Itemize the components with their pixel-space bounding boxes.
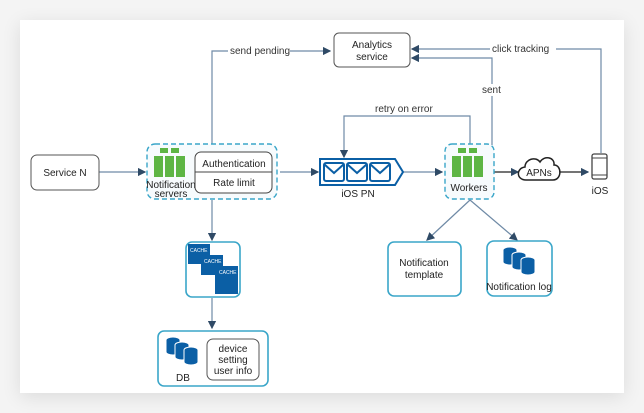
cloud-icon bbox=[517, 157, 561, 181]
service-n-label: Service N bbox=[43, 168, 86, 179]
notification-servers-node[interactable]: Notification servers Authentication Rate… bbox=[146, 143, 278, 200]
notification-template-node[interactable]: Notification template bbox=[387, 241, 462, 297]
edge-workers-to-log bbox=[469, 199, 518, 241]
ios-label: iOS bbox=[592, 186, 609, 197]
db-info-2: setting bbox=[218, 355, 247, 366]
db-info-1: device bbox=[219, 344, 248, 355]
servers-label-2: servers bbox=[155, 189, 188, 200]
database-icon bbox=[165, 336, 199, 366]
edge-workers-to-template bbox=[426, 199, 471, 241]
servers-label-1: Notification bbox=[146, 180, 195, 191]
db-node[interactable]: DB device setting user info bbox=[157, 330, 269, 387]
ios-device-node[interactable]: iOS bbox=[591, 153, 609, 197]
analytics-label-1: Analytics bbox=[352, 40, 392, 51]
ios-pn-label: iOS PN bbox=[341, 189, 374, 200]
cache-text-1: CACHE bbox=[190, 248, 208, 254]
cache-text-3: CACHE bbox=[219, 270, 237, 276]
label-send-pending: send pending bbox=[230, 46, 290, 57]
db-label: DB bbox=[176, 373, 190, 384]
server-icon bbox=[154, 148, 185, 177]
diagram-card bbox=[20, 20, 624, 393]
edge-sent bbox=[410, 53, 493, 145]
edge-retry bbox=[339, 115, 471, 159]
authentication-label: Authentication bbox=[202, 159, 265, 170]
label-sent: sent bbox=[482, 85, 501, 96]
service-n-node[interactable]: Service N bbox=[30, 154, 100, 191]
notification-log-label: Notification log bbox=[486, 282, 552, 293]
envelope-icon bbox=[323, 162, 391, 182]
server-icon bbox=[452, 148, 483, 177]
edge-click-tracking bbox=[410, 44, 602, 153]
cache-node[interactable]: CACHE CACHE CACHE bbox=[185, 241, 241, 298]
analytics-service-node[interactable]: Analytics service bbox=[333, 32, 411, 68]
apns-node[interactable]: APNs bbox=[517, 157, 561, 181]
cache-text-2: CACHE bbox=[204, 259, 222, 265]
phone-icon bbox=[591, 153, 608, 180]
workers-label: Workers bbox=[450, 183, 487, 194]
analytics-label-2: service bbox=[356, 52, 388, 63]
database-icon bbox=[502, 246, 536, 276]
workers-node[interactable]: Workers bbox=[444, 143, 495, 200]
rate-limit-label: Rate limit bbox=[213, 178, 255, 189]
cache-icon: CACHE CACHE CACHE bbox=[188, 244, 238, 294]
label-click-tracking: click tracking bbox=[492, 44, 549, 55]
template-label-2: template bbox=[405, 270, 444, 281]
notification-log-node[interactable]: Notification log bbox=[486, 240, 553, 297]
ios-pn-queue-node[interactable]: iOS PN bbox=[319, 158, 405, 200]
edges bbox=[99, 44, 602, 330]
edge-send-pending bbox=[211, 46, 332, 145]
template-label-1: Notification bbox=[399, 258, 448, 269]
label-retry-on-error: retry on error bbox=[375, 104, 433, 115]
db-info-3: user info bbox=[214, 366, 253, 377]
apns-label: APNs bbox=[526, 168, 552, 179]
